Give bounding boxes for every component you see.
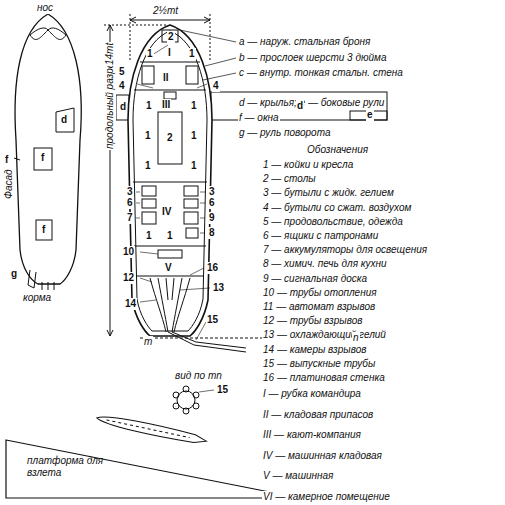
callout-number: 9	[208, 212, 216, 224]
callout-number: V	[164, 262, 173, 274]
callout-number: 1	[145, 230, 153, 242]
label-text: вид по mn	[174, 370, 223, 382]
callout-number: d	[296, 100, 304, 112]
label-text: 1 — койки и кресла	[262, 159, 354, 171]
label-text: нос	[36, 2, 54, 14]
callout-number: 4	[118, 80, 126, 92]
label-text: 14mt	[104, 42, 116, 66]
label-text: корма	[22, 292, 52, 304]
label-text: a — наруж. стальная броня	[238, 36, 371, 48]
label-text: 7 — аккумуляторы для освещения	[262, 244, 428, 256]
label-text: 15 — выпускные трубы	[262, 358, 376, 370]
label-text: продольный разрез	[104, 57, 116, 150]
label-text: III — кают-компания	[262, 429, 362, 441]
callout-number: 15	[206, 314, 219, 326]
label-text: 5 — продовольствие, одежда	[262, 216, 404, 228]
label-text: g — руль поворота	[238, 127, 331, 139]
callout-number: 1	[144, 160, 152, 172]
callout-number: II	[162, 72, 170, 84]
callout-number: 1	[190, 130, 198, 142]
callout-number: 1	[145, 100, 153, 112]
label-text: 2 — столы	[262, 173, 317, 185]
callout-number: III	[161, 99, 171, 111]
label-text: IV — машинная кладовая	[262, 450, 383, 462]
label-text: b — прослоек шерсти 3 дюйма	[238, 52, 387, 64]
label-text: 9 — сигнальная доска	[262, 273, 368, 285]
callout-number: g	[10, 268, 18, 280]
label-text: n	[352, 332, 360, 344]
label-text: 11 — автомат взрывов	[262, 301, 376, 313]
callout-number: d	[119, 101, 127, 113]
callout-number: 5	[118, 66, 126, 78]
callout-number: 1	[146, 48, 154, 60]
callout-number: 6	[126, 197, 134, 209]
label-text: 10 — трубы отопления	[262, 287, 378, 299]
label-text: m	[143, 336, 153, 348]
label-text: Фасад	[3, 168, 15, 200]
callout-number: 2	[167, 31, 175, 43]
label-text: c — внутр. тонкая стальн. стена	[238, 67, 404, 79]
callout-number: I	[167, 47, 172, 59]
callout-number: IV	[161, 206, 172, 218]
label-text: 6 — ящики с патронами	[262, 230, 379, 242]
label-text: 12 — трубы взрывов	[262, 315, 363, 327]
label-text: Обозначения	[306, 144, 369, 156]
label-text: I — рубка командира	[262, 388, 362, 400]
callout-number: 1	[166, 230, 174, 242]
callout-number: 12	[122, 272, 135, 284]
label-text: 3 — бутыли с жидк. гелием	[262, 187, 395, 199]
label-text: 13 — охлаждающий гелий	[262, 329, 387, 341]
callout-number: f	[41, 224, 46, 236]
callout-number: 15	[216, 384, 229, 396]
callout-number: 8	[208, 227, 216, 239]
label-text: f — окна	[238, 112, 280, 124]
callout-number: 7	[126, 212, 134, 224]
label-text: 4 — бутыли со сжат. воздухом	[262, 202, 412, 214]
label-text: V — машинная	[262, 470, 334, 482]
callout-number: 1	[190, 160, 198, 172]
callout-number: 1	[188, 48, 196, 60]
label-text: 16 — платиновая стенка	[262, 372, 386, 384]
callout-number: f	[40, 152, 45, 164]
callout-number: 4	[212, 80, 220, 92]
callout-number: 2	[166, 132, 174, 144]
label-text: 2½mt	[152, 5, 179, 17]
label-text: 8 — химич. печь для кухни	[262, 258, 388, 270]
callout-number: 6	[208, 197, 216, 209]
callout-number: 13	[212, 282, 225, 294]
callout-number: f	[4, 154, 9, 166]
callout-number: 16	[206, 262, 219, 274]
callout-number: 14	[124, 298, 137, 310]
label-text: платформа для взлета	[26, 455, 120, 479]
callout-number: d	[60, 114, 68, 126]
callout-number: e	[366, 109, 374, 121]
callout-number: 10	[122, 246, 135, 258]
callout-number: 1	[144, 130, 152, 142]
label-text: 14 — камеры взрывов	[262, 344, 367, 356]
callout-number: 1	[190, 100, 198, 112]
label-text: d — крылья; e — боковые рули	[238, 97, 385, 109]
label-text: II — кладовая припасов	[262, 409, 374, 421]
label-text: VI — камерное помещение	[262, 491, 391, 503]
